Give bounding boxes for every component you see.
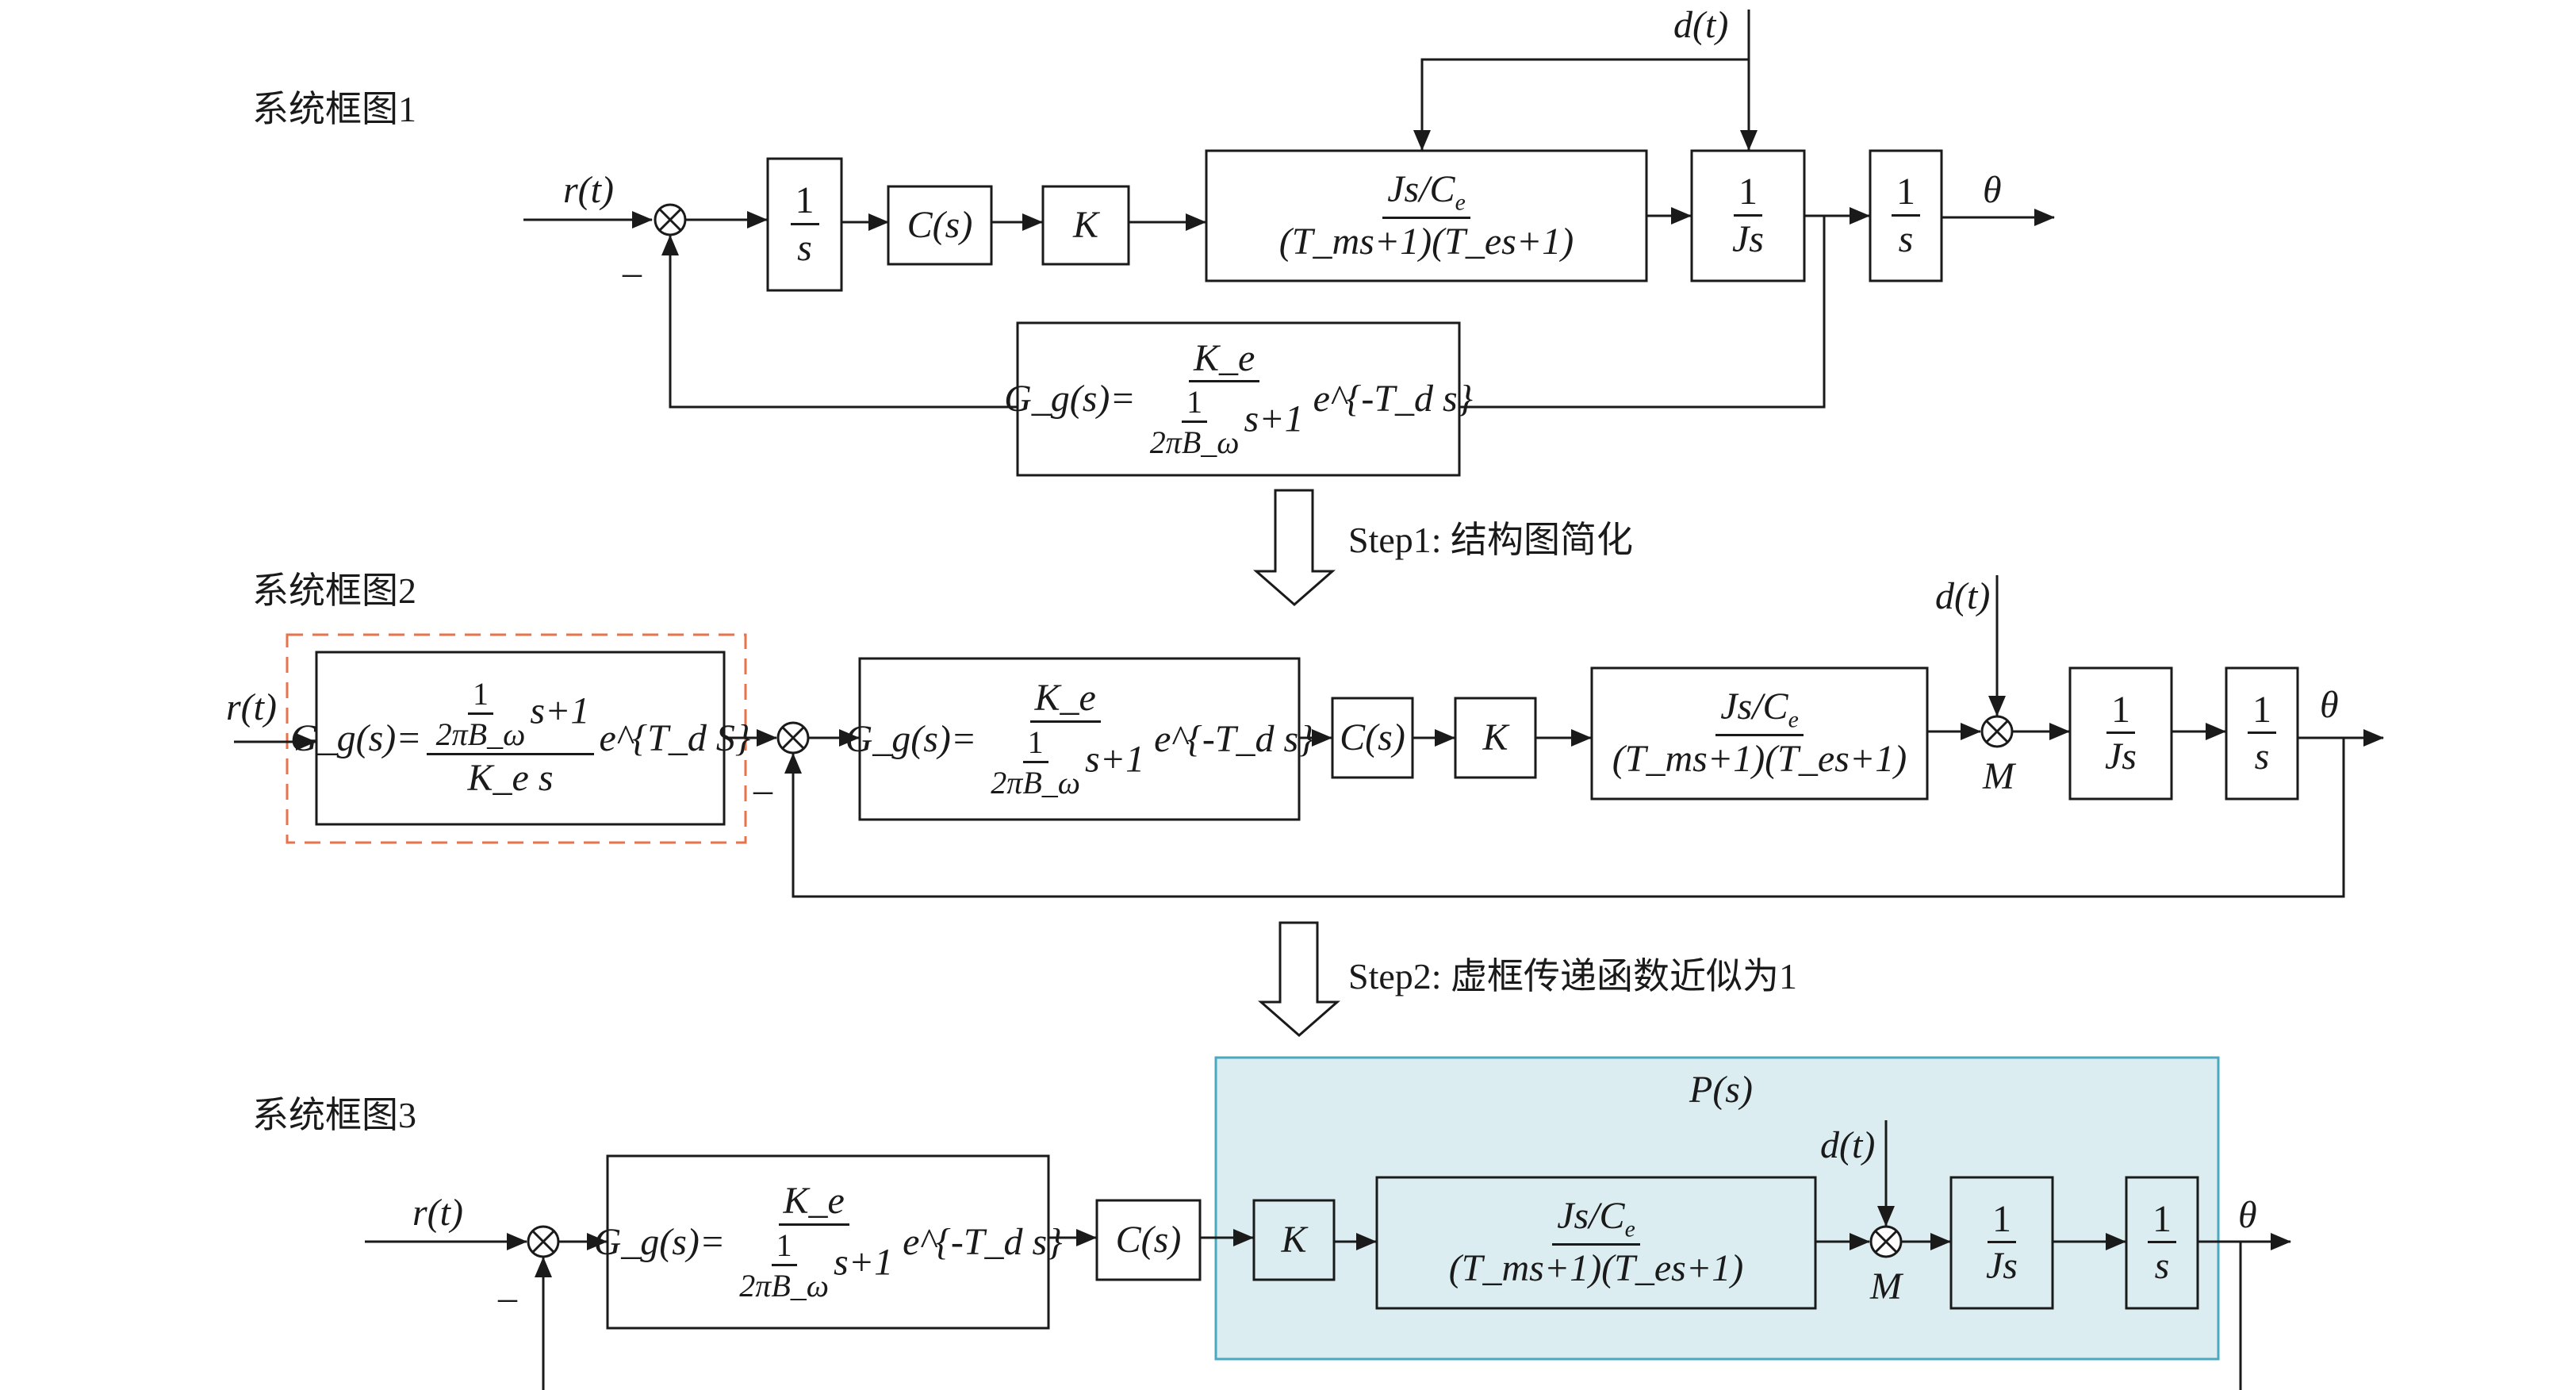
diagram-2 [234,575,2384,898]
feedback-block-1 [1016,321,1461,477]
diagram1-title: 系统框图1 [252,89,416,129]
controller-3-text: C(s) [1115,1219,1182,1261]
diagram1-disturbance-label: d(t) [1673,4,1729,46]
diagram3-minus-sign: – [498,1277,517,1319]
gain-block-2 [1454,697,1537,779]
gain-block-3 [1252,1199,1336,1281]
controller-1-text: C(s) [907,204,973,246]
diagram1-theta-label: θ [1983,169,2002,211]
gain-3-text: K [1281,1219,1307,1261]
diagram2-disturbance-label: d(t) [1935,575,1991,617]
step2-arrow [1258,921,1340,1037]
motor-block-2 [1590,666,1929,801]
motor-3-text: Js/Ce(T_ms+1)(T_es+1) [1448,1195,1744,1290]
diagram2-theta-label: θ [2320,684,2339,726]
diagram1-input-label: r(t) [563,169,614,211]
feedback-path-1 [661,235,1018,409]
diagram-1 [523,10,2055,477]
sensor-block-3 [606,1154,1050,1330]
diagram2-title: 系统框图2 [252,570,416,611]
step1-arrow [1253,489,1336,606]
diagram-3 [365,1056,2291,1390]
gain-block-1 [1041,185,1130,266]
diagram1-minus-sign: – [623,252,642,294]
diagram2-input-label: r(t) [226,686,277,728]
feedback-path-3 [535,1242,2242,1390]
motor-1-text: Js/Ce(T_ms+1)(T_es+1) [1278,167,1574,263]
motor-block-1 [1205,149,1648,282]
controller-2-text: C(s) [1340,716,1405,758]
diagram3-title: 系统框图3 [252,1095,416,1135]
controller-block-1 [887,185,993,266]
sensor-block-2 [858,657,1301,821]
diagram3-theta-label: θ [2238,1194,2257,1236]
prefilter-block [315,651,726,826]
plant-region-label: P(s) [1689,1069,1753,1111]
motor-block-3 [1375,1176,1817,1310]
gain-2-text: K [1482,716,1508,758]
step1-label: Step1: 结构图简化 [1348,520,1634,560]
gain-1-text: K [1072,204,1098,246]
controller-block-3 [1095,1199,1202,1281]
diagram2-M-label: M [1983,755,2014,797]
diagram3-disturbance-label: d(t) [1820,1124,1876,1166]
step2-label: Step2: 虚框传递函数近似为1 [1348,956,1798,996]
motor-2-text: Js/Ce(T_ms+1)(T_es+1) [1612,685,1907,781]
feedback-path-2 [784,738,2345,898]
diagram3-M-label: M [1870,1265,1902,1307]
diagram3-input-label: r(t) [412,1192,463,1234]
diagram2-minus-sign: – [753,769,772,811]
